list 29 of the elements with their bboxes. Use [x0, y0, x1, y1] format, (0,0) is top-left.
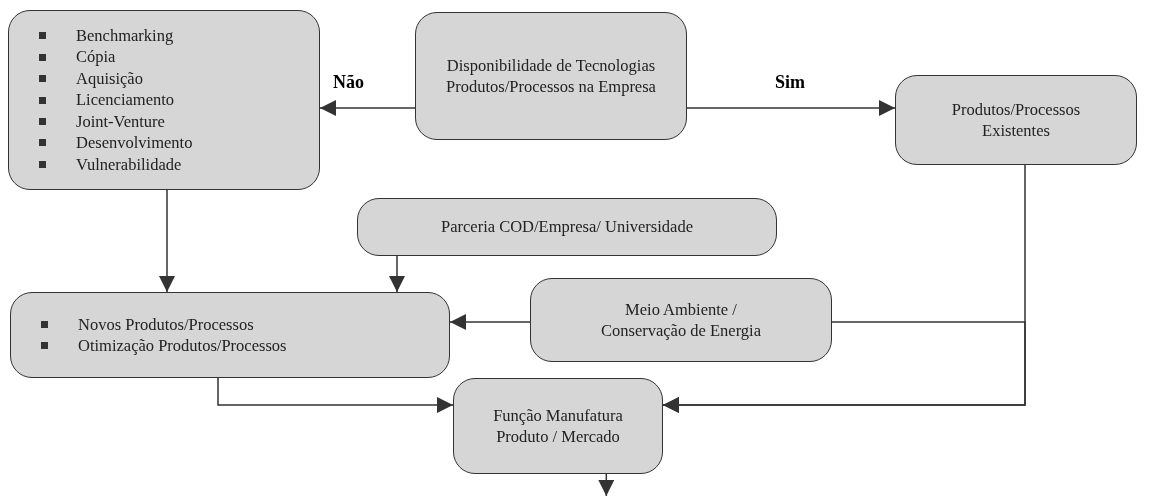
- process-box: [530, 278, 832, 362]
- arrow: [389, 255, 405, 293]
- list-item: Vulnerabilidade: [76, 153, 182, 176]
- process-box: [415, 12, 687, 140]
- process-box: [357, 198, 777, 256]
- arrow: [662, 164, 1026, 413]
- list-item: Cópia: [76, 46, 116, 68]
- list-item: Joint-Venture: [76, 110, 165, 133]
- list-item: Desenvolvimento: [76, 132, 193, 154]
- arrow: [217, 377, 454, 413]
- arrow: [159, 189, 175, 293]
- list-item: Benchmarking: [76, 24, 174, 47]
- arrow: [449, 314, 531, 330]
- box-text: Produtos/Processos Existentes: [950, 98, 1082, 142]
- box-text: Meio Ambiente / Conservação de Energia: [599, 298, 762, 342]
- list-item: Otimização Produtos/Processos: [78, 335, 287, 357]
- box-text: Disponibilidade de Tecnologias Produtos/Processos na Empresa: [446, 54, 656, 98]
- process-box: [453, 378, 663, 474]
- list-box: [8, 10, 320, 190]
- arrow: [319, 100, 416, 116]
- list-item: Licenciamento: [76, 89, 175, 111]
- box-text: Parceria COD/Empresa/ Universidade: [441, 216, 693, 238]
- arrow: [598, 473, 615, 497]
- list-item: Novos Produtos/Processos: [78, 313, 254, 335]
- list-box: [10, 292, 450, 378]
- box-text: Função Manufatura Produto / Mercado: [492, 404, 624, 448]
- list-item: Aquisição: [76, 67, 143, 90]
- arrow: [686, 100, 896, 116]
- process-box: [895, 75, 1137, 165]
